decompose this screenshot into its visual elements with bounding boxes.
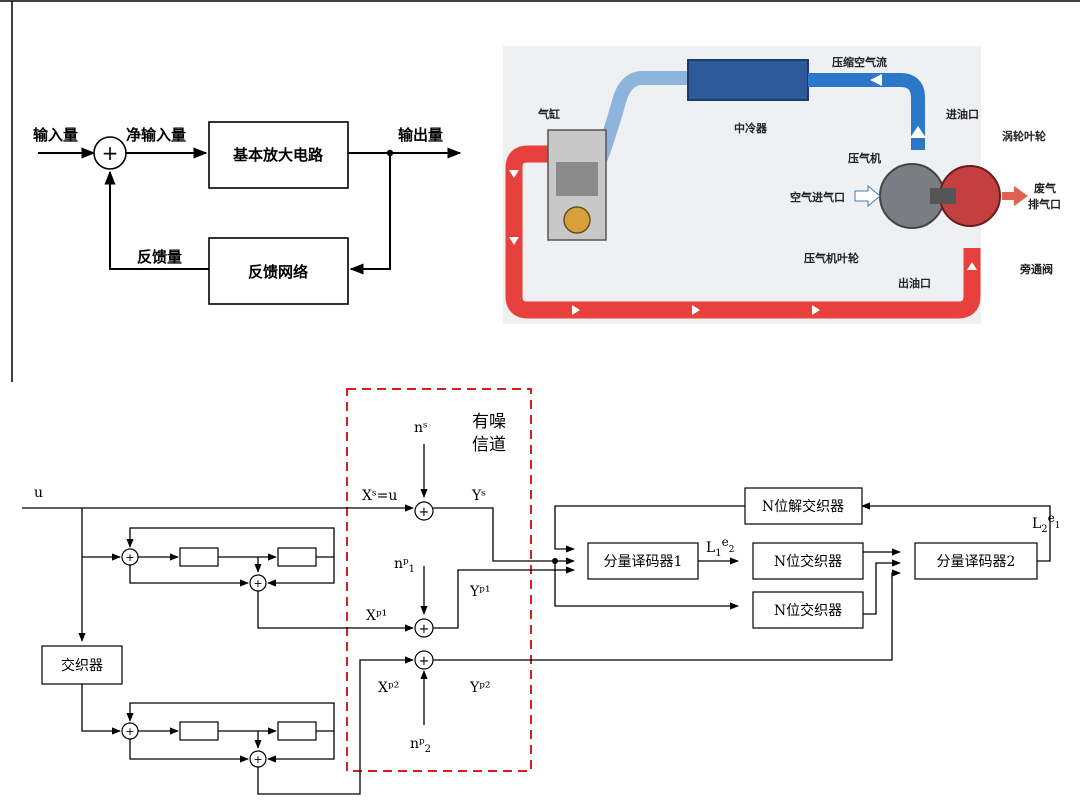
n-interleaver-bottom-block bbox=[752, 591, 864, 629]
turbo-code-diagram: 有噪 信道 u nˢ Xˢ=u + Yˢ 交织器 + + bbox=[22, 388, 1061, 795]
flow-arrow-up-icon bbox=[910, 126, 926, 138]
int-bottom-to-decoder2 bbox=[863, 559, 901, 615]
feedback-qty-label: 反馈量 bbox=[137, 248, 182, 266]
piston-icon bbox=[556, 162, 598, 196]
feedback-network-block bbox=[208, 237, 349, 305]
exhaust-flow-icon bbox=[692, 305, 700, 315]
yp1-path bbox=[433, 566, 575, 629]
oil-outlet-label: 出油口 bbox=[898, 276, 931, 290]
exhaust-flow-icon bbox=[967, 262, 977, 270]
n-interleaver-bottom-label: N位交织器 bbox=[774, 602, 842, 619]
decoder2-label: 分量译码器2 bbox=[937, 554, 1016, 570]
ys-to-interleaver-path bbox=[554, 561, 739, 610]
turbine-wheel-label: 涡轮叶轮 bbox=[1002, 129, 1046, 143]
compressor-label: 压气机 bbox=[848, 151, 881, 165]
feedback-path-left bbox=[104, 170, 209, 270]
encoder2-delay-1 bbox=[179, 721, 219, 741]
feedback-to-decoder1 bbox=[554, 505, 745, 553]
intake-pipe-left bbox=[593, 71, 690, 163]
output-label: 输出量 bbox=[398, 126, 443, 144]
np2-label: nᵖ2 bbox=[410, 736, 431, 755]
intercooler-label: 中冷器 bbox=[734, 121, 768, 135]
rsc-encoder-1: + + bbox=[82, 527, 414, 632]
crankshaft-icon bbox=[563, 206, 591, 234]
adder-systematic bbox=[414, 501, 434, 521]
noisy-label: 有噪 bbox=[472, 412, 506, 432]
encoder2-delay-2 bbox=[277, 721, 317, 741]
n-interleaver-top-label: N位交织器 bbox=[774, 553, 842, 570]
plus-icon: + bbox=[253, 753, 262, 766]
channel-label: 信道 bbox=[472, 435, 506, 455]
plus-icon: + bbox=[125, 725, 134, 738]
xp2-label: Xᵖ² bbox=[378, 680, 399, 696]
decoder1-label: 分量译码器1 bbox=[604, 554, 683, 570]
exhaust-flow-icon bbox=[572, 305, 580, 315]
amplifier-block bbox=[208, 121, 349, 189]
net-input-label: 净输入量 bbox=[126, 126, 186, 144]
n-deinterleaver-block bbox=[744, 487, 863, 525]
input-label: 输入量 bbox=[33, 126, 78, 144]
yp2-label: Yᵖ² bbox=[469, 680, 490, 696]
plus-icon: + bbox=[419, 622, 430, 637]
decoder2-feedback-path bbox=[861, 502, 1051, 562]
xp1-label: Xᵖ¹ bbox=[366, 608, 387, 624]
exhaust-outlet-label: 排气口 bbox=[1028, 197, 1061, 211]
exhaust-flow-icon bbox=[509, 237, 519, 245]
exhaust-flow-icon bbox=[812, 305, 820, 315]
exhaust-flow-icon bbox=[509, 170, 519, 178]
feedback-diagram: 输入量 + 净输入量 基本放大电路 输出量 反馈网络 反馈量 bbox=[33, 121, 462, 305]
decoder2-block bbox=[914, 542, 1038, 580]
summing-plus-icon: + bbox=[102, 141, 119, 165]
n-interleaver-top-block bbox=[752, 542, 864, 580]
l2e1-label: L2e1 bbox=[1032, 511, 1061, 535]
encoder1-delay-1 bbox=[179, 547, 219, 567]
exhaust-label: 废气 bbox=[1034, 181, 1056, 195]
turbo-shaft-icon bbox=[930, 188, 956, 204]
ys-path bbox=[433, 507, 575, 565]
compressed-air-pipe bbox=[808, 73, 925, 150]
compressed-air-label: 压缩空气流 bbox=[832, 55, 887, 69]
interleaver-block bbox=[41, 645, 123, 685]
plus-icon: + bbox=[125, 551, 134, 564]
yp2-path bbox=[433, 569, 901, 661]
rsc-encoder-2: + + bbox=[81, 656, 414, 795]
feedback-path-right bbox=[349, 153, 391, 275]
top-frame bbox=[0, 0, 1080, 382]
xs-label: Xˢ=u bbox=[362, 488, 397, 504]
air-inlet-arrow-icon bbox=[854, 184, 881, 208]
ns-label: nˢ bbox=[414, 420, 428, 436]
yp1-label: Yᵖ¹ bbox=[469, 584, 490, 600]
plus-icon: + bbox=[419, 654, 430, 669]
interleaver-label: 交织器 bbox=[61, 657, 103, 674]
compressor-wheel-label: 压气机叶轮 bbox=[804, 251, 859, 265]
l1e2-label: L1e2 bbox=[706, 535, 735, 559]
feedback-network-label: 反馈网络 bbox=[248, 263, 308, 281]
air-inlet-label: 空气进气口 bbox=[790, 190, 845, 204]
plus-icon: + bbox=[253, 577, 262, 590]
exhaust-out-arrow-icon bbox=[1002, 186, 1028, 206]
np1-label: nᵖ1 bbox=[394, 556, 415, 575]
ys-label: Yˢ bbox=[471, 488, 486, 504]
bypass-valve-label: 旁通阀 bbox=[1019, 262, 1053, 276]
intercooler-core bbox=[687, 59, 809, 101]
amplifier-label: 基本放大电路 bbox=[232, 146, 324, 164]
turbocharger-illustration: 压缩空气流 气缸 中冷器 进油口 涡轮叶轮 压气机 空气进气口 废气 排气口 压… bbox=[503, 46, 1061, 324]
encoder1-delay-2 bbox=[277, 547, 317, 567]
decoder1-block bbox=[587, 542, 699, 580]
adder-plus-icon: + bbox=[419, 505, 430, 520]
input-u-label: u bbox=[34, 485, 43, 501]
flow-arrow-left-icon bbox=[870, 74, 882, 86]
noisy-channel-box bbox=[346, 388, 532, 772]
exhaust-pipe bbox=[505, 145, 981, 319]
n-deinterleaver-label: N位解交织器 bbox=[762, 498, 844, 515]
oil-inlet-label: 进油口 bbox=[946, 107, 979, 121]
cylinder-label: 气缸 bbox=[537, 107, 560, 121]
